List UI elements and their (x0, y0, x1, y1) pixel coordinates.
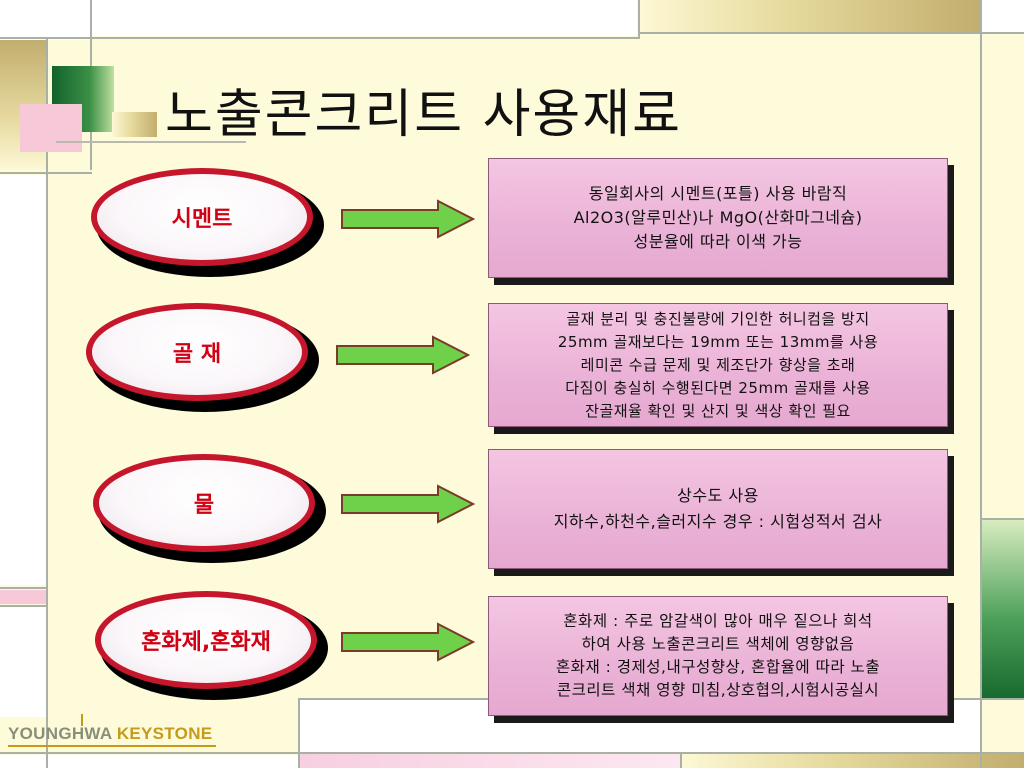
title-gold-block (112, 112, 157, 137)
frame-line (298, 698, 300, 768)
slide-title: 노출콘크리트 사용재료 (165, 85, 682, 145)
box-line: 상수도 사용 (677, 486, 759, 505)
bottom-gold-bar (682, 754, 1024, 768)
title-pink-block (20, 104, 82, 152)
arrow-right-icon (336, 335, 470, 375)
logo-tick (81, 714, 83, 726)
frame-line (46, 37, 48, 768)
label-water: 물 (193, 493, 215, 518)
frame-line (640, 32, 1024, 34)
frame-line (680, 752, 682, 768)
frame-line (0, 172, 92, 174)
frame-line (982, 518, 1024, 520)
box-line: 25mm 골재보다는 19mm 또는 13mm를 사용 (557, 332, 879, 351)
logo-part1: YOUNGHWA (8, 724, 112, 743)
ellipse-water: 물 (93, 454, 315, 552)
left-bottom-white-panel (0, 607, 46, 717)
frame-line (638, 0, 640, 38)
arrow-right-icon (341, 199, 475, 239)
top-left-white-panel (0, 0, 90, 40)
ellipse-aggregate: 골 재 (86, 303, 308, 401)
label-admixture: 혼화제,혼화재 (141, 630, 271, 655)
left-white-panel (0, 175, 46, 585)
box-line: 동일회사의 시멘트(포틀) 사용 바람직 (588, 184, 848, 203)
box-line: 성분율에 따라 이색 가능 (633, 232, 803, 251)
left-pink-stripe (0, 590, 46, 604)
ellipse-cement: 시멘트 (91, 168, 313, 266)
box-line: 다짐이 충실히 수행된다면 25mm 골재를 사용 (565, 378, 871, 397)
box-admixture: 혼화제 : 주로 암갈색이 많아 매우 짙으나 희석 하여 사용 노출콘크리트 … (488, 596, 948, 716)
box-line: 하여 사용 노출콘크리트 색체에 영향없음 (581, 635, 855, 653)
box-line: 잔골재율 확인 및 산지 및 색상 확인 필요 (585, 401, 851, 420)
box-cement: 동일회사의 시멘트(포틀) 사용 바람직 Al2O3(알루민산)나 MgO(산화… (488, 158, 948, 278)
box-line: 혼화제 : 주로 암갈색이 많아 매우 짙으나 희석 (563, 612, 873, 630)
bottom-pink-bar (300, 754, 680, 768)
box-line: Al2O3(알루민산)나 MgO(산화마그네슘) (573, 208, 863, 227)
frame-line (0, 587, 48, 589)
logo-underline (8, 745, 216, 747)
top-right-white-panel (982, 0, 1024, 32)
frame-line (980, 0, 982, 768)
box-line: 혼화재 : 경제성,내구성향상, 혼합율에 따라 노출 (555, 658, 881, 676)
bottom-left-white-panel (0, 755, 300, 768)
title-underline (56, 141, 246, 143)
box-line: 골재 분리 및 충진불량에 기인한 허니컴을 방지 (566, 309, 870, 328)
right-green-bar (982, 520, 1024, 698)
company-logo: YOUNGHWA KEYSTONE (8, 724, 212, 744)
label-cement: 시멘트 (171, 207, 233, 232)
label-aggregate: 골 재 (172, 342, 222, 367)
logo-part2: KEYSTONE (116, 724, 213, 743)
frame-line (0, 37, 640, 39)
top-white-panel (92, 0, 637, 36)
arrow-right-icon (341, 622, 475, 662)
frame-line (0, 605, 48, 607)
box-water: 상수도 사용 지하수,하천수,슬러지수 경우 : 시험성적서 검사 (488, 449, 948, 569)
arrow-right-icon (341, 484, 475, 524)
box-line: 지하수,하천수,슬러지수 경우 : 시험성적서 검사 (553, 512, 883, 531)
box-line: 레미콘 수급 문제 및 제조단가 향상을 초래 (580, 355, 856, 374)
box-aggregate: 골재 분리 및 충진불량에 기인한 허니컴을 방지 25mm 골재보다는 19m… (488, 303, 948, 427)
top-right-gold-bar (640, 0, 980, 32)
frame-line (0, 752, 1024, 754)
box-line: 콘크리트 색채 영향 미침,상호협의,시험시공실시 (556, 681, 880, 699)
ellipse-admixture: 혼화제,혼화재 (95, 591, 317, 689)
